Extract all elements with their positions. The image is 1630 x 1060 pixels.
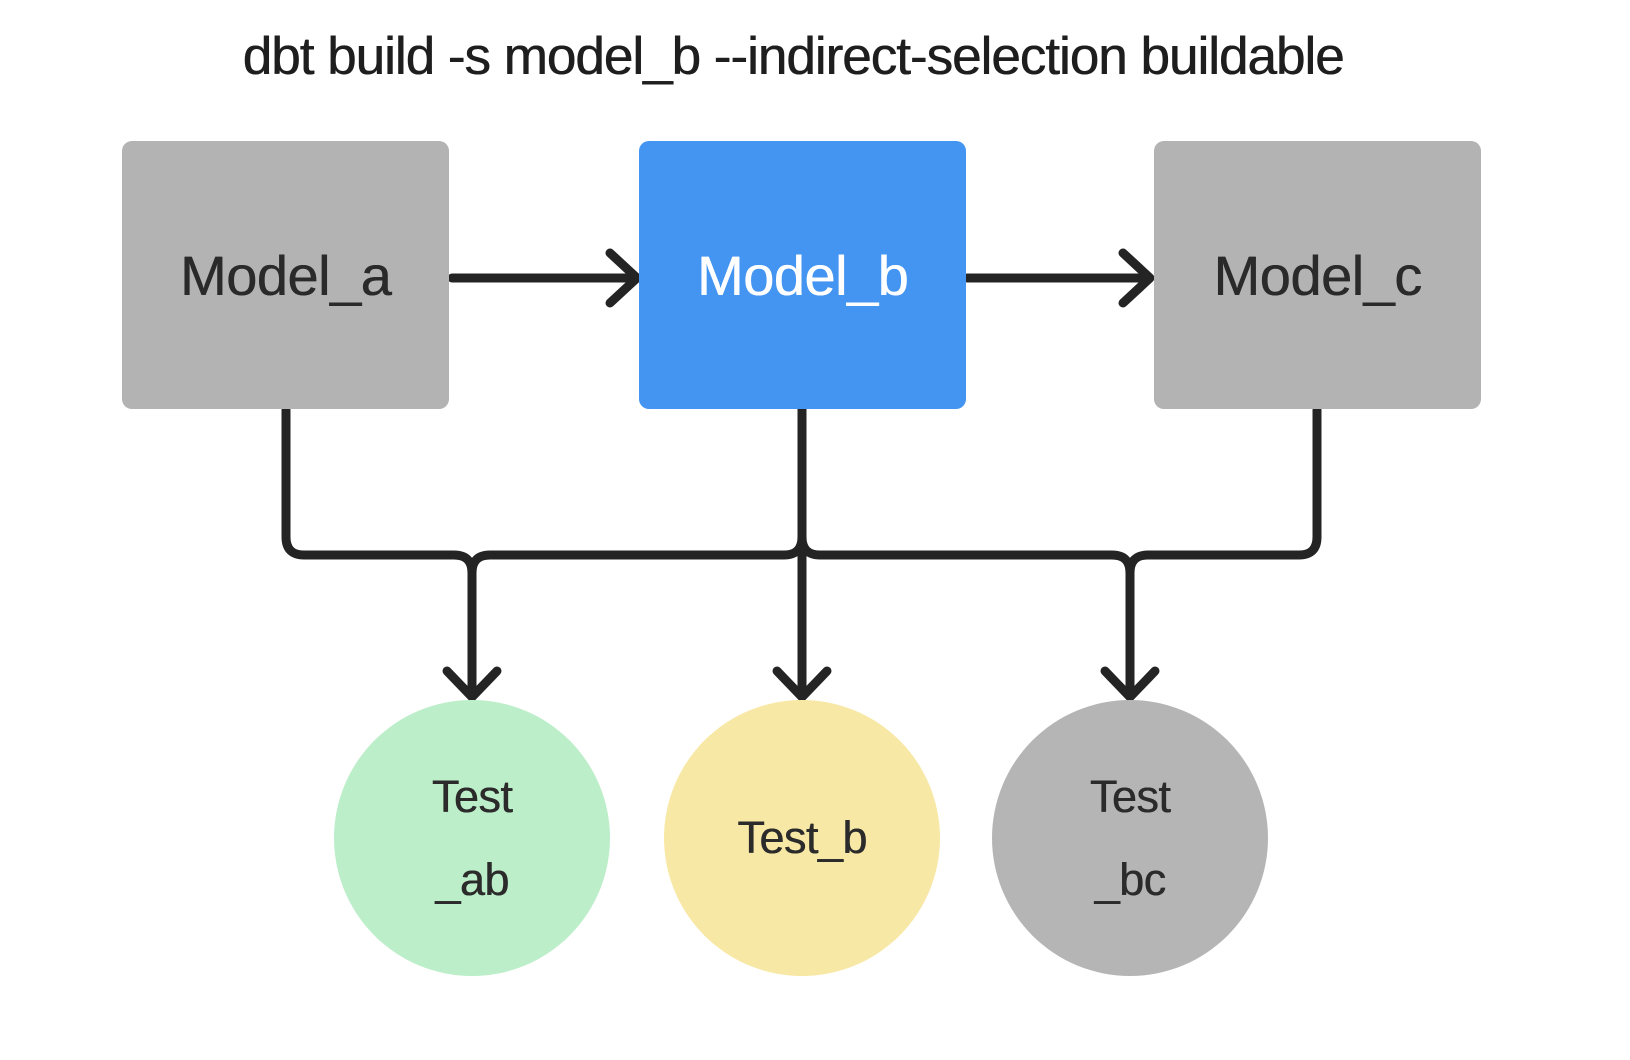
arrowhead-into-model_b: [605, 248, 642, 308]
node-test-b: Test_b: [664, 700, 940, 976]
edge-model_a-test_ab: [281, 405, 477, 694]
node-model-c-label: Model_c: [1213, 243, 1422, 307]
arrowhead-into-test_ab: [442, 666, 502, 702]
node-model-b-label: Model_b: [696, 243, 909, 307]
node-test-bc-label-line2: _bc: [1094, 854, 1166, 905]
edge-model_b-test_bc: [797, 405, 1135, 694]
node-test-b-label: Test_b: [737, 812, 867, 864]
node-test-ab: Test _ab: [334, 700, 610, 976]
arrowhead-into-model_c: [1118, 248, 1155, 308]
edge-model_c-test_bc: [1125, 405, 1322, 605]
node-test-bc: Test _bc: [992, 700, 1268, 976]
diagram-title: dbt build -s model_b --indirect-selectio…: [242, 27, 1345, 86]
edge-model_b-test_ab: [467, 405, 807, 605]
node-model-a: Model_a: [122, 141, 449, 409]
node-test-ab-label-line2: _ab: [435, 854, 509, 905]
node-model-c: Model_c: [1154, 141, 1481, 409]
arrowhead-into-test_b: [772, 666, 832, 702]
node-test-ab-label-line1: Test: [431, 770, 513, 822]
arrowhead-into-test_bc: [1100, 666, 1160, 702]
node-model-b: Model_b: [639, 141, 966, 409]
node-model-a-label: Model_a: [179, 243, 392, 307]
node-test-bc-label-line1: Test: [1089, 770, 1171, 822]
